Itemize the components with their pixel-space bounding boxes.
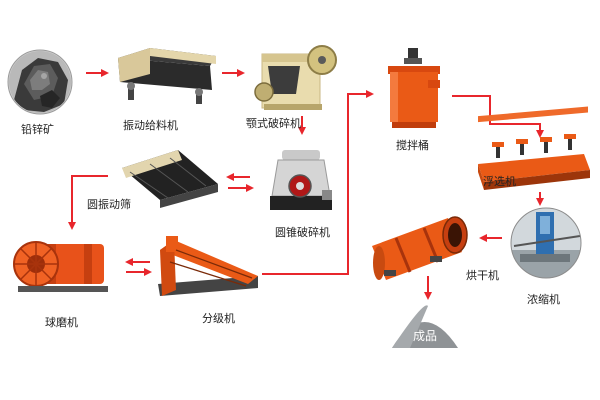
label-agitation-tank: 搅拌桶 — [396, 139, 429, 152]
ball-mill-image — [13, 241, 108, 292]
label-cone-crusher: 圆锥破碎机 — [275, 226, 330, 239]
label-lead-zinc-ore: 铅锌矿 — [21, 123, 54, 136]
vibrating-feeder-image — [118, 48, 216, 104]
label-flotation-machine: 浮选机 — [483, 175, 516, 188]
thickener-image — [510, 207, 582, 279]
jaw-crusher-image — [254, 45, 337, 110]
label-product: 成品 — [413, 329, 438, 343]
classifier-image — [158, 236, 258, 296]
label-circular-screen: 圆振动筛 — [87, 198, 131, 211]
label-ball-mill: 球磨机 — [45, 316, 78, 329]
agitation-tank-image — [388, 48, 440, 128]
label-vibrating-feeder: 振动给料机 — [123, 119, 178, 132]
label-thickener: 浓缩机 — [527, 293, 560, 306]
arrow-screen-to-ballmill — [68, 175, 108, 230]
label-classifier: 分级机 — [202, 312, 235, 325]
arrow-agitator-to-flotation — [452, 95, 544, 138]
label-dryer: 烘干机 — [466, 269, 499, 282]
ore-image — [7, 49, 73, 115]
cone-crusher-image — [270, 150, 332, 210]
arrow-classifier-to-agitator — [262, 90, 374, 275]
label-jaw-crusher: 颚式破碎机 — [246, 117, 301, 130]
flotation-machine-image — [478, 106, 590, 190]
circular-screen-image — [122, 150, 218, 208]
product-pile — [392, 305, 458, 348]
dryer-image — [372, 216, 468, 280]
